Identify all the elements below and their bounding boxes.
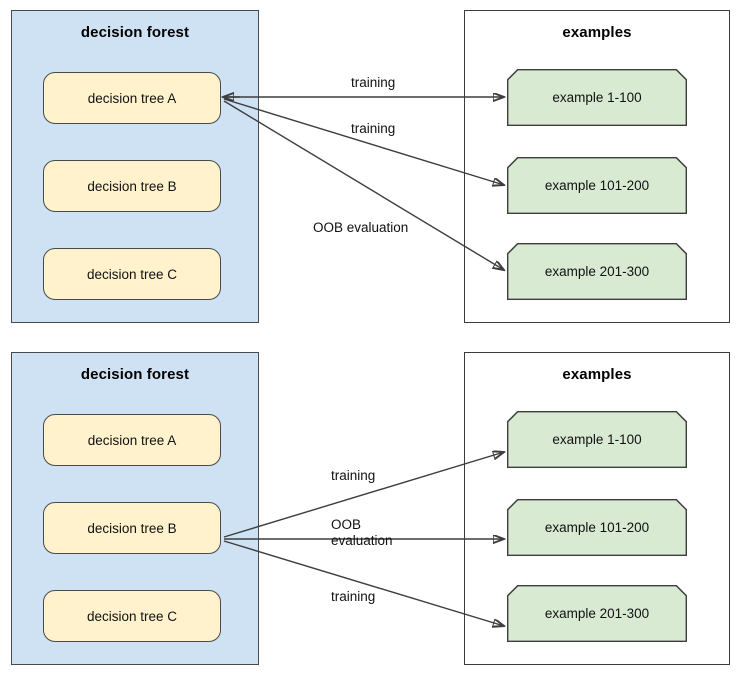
example-node-label: example 101-200: [544, 520, 650, 535]
edge-label-oob-evaluation-bottom: OOB evaluation: [331, 517, 393, 549]
examples-container-top: examples example 1-100 example 101-200 e…: [464, 10, 730, 323]
example-node-201-300-bottom[interactable]: example 201-300: [507, 585, 687, 642]
edge-label-training-2-top: training: [351, 121, 396, 136]
example-node-201-300-top[interactable]: example 201-300: [507, 243, 687, 300]
tree-node-b-top[interactable]: decision tree B: [43, 160, 221, 212]
decision-forest-container-bottom: decision forest decision tree A decision…: [11, 352, 259, 665]
tree-node-c-top[interactable]: decision tree C: [43, 248, 221, 300]
diagram-panel-bottom: decision forest decision tree A decision…: [0, 342, 737, 685]
example-node-1-100-top[interactable]: example 1-100: [507, 69, 687, 126]
edge-training-2-bottom: [223, 540, 504, 626]
example-node-label: example 201-300: [544, 606, 650, 621]
example-node-1-100-bottom[interactable]: example 1-100: [507, 411, 687, 468]
tree-node-a-top[interactable]: decision tree A: [43, 72, 221, 124]
tree-node-label: decision tree C: [86, 608, 178, 624]
edge-label-training-2-bottom: training: [331, 589, 376, 604]
tree-node-label: decision tree C: [86, 266, 178, 282]
examples-title-bottom: examples: [562, 366, 632, 383]
tree-node-b-bottom[interactable]: decision tree B: [43, 502, 221, 554]
tree-node-a-bottom[interactable]: decision tree A: [43, 414, 221, 466]
edge-label-training-1-bottom: training: [331, 468, 376, 483]
tree-node-label: decision tree A: [87, 90, 177, 106]
edge-label-line-1: OOB: [331, 517, 362, 532]
diagram-panel-top: decision forest decision tree A decision…: [11, 10, 730, 323]
example-node-101-200-bottom[interactable]: example 101-200: [507, 499, 687, 556]
tree-node-label: decision tree B: [87, 520, 177, 536]
tree-node-label: decision tree B: [87, 178, 177, 194]
example-node-label: example 1-100: [552, 432, 642, 447]
forest-title-top: decision forest: [80, 24, 190, 41]
edge-label-oob-evaluation-top: OOB evaluation: [313, 220, 409, 235]
forest-title-bottom: decision forest: [80, 366, 190, 383]
examples-title-top: examples: [562, 24, 632, 41]
tree-node-label: decision tree A: [87, 432, 177, 448]
example-node-label: example 101-200: [544, 178, 650, 193]
edge-label-training-1-top: training: [351, 75, 396, 90]
decision-forest-container-top: decision forest decision tree A decision…: [11, 10, 259, 323]
example-node-label: example 201-300: [544, 264, 650, 279]
edge-training-2: [223, 98, 504, 185]
example-node-label: example 1-100: [552, 90, 642, 105]
tree-node-c-bottom[interactable]: decision tree C: [43, 590, 221, 642]
examples-container-bottom: examples example 1-100 example 101-200 e…: [464, 352, 730, 665]
edge-label-line-2: evaluation: [331, 532, 393, 548]
example-node-101-200-top[interactable]: example 101-200: [507, 157, 687, 214]
